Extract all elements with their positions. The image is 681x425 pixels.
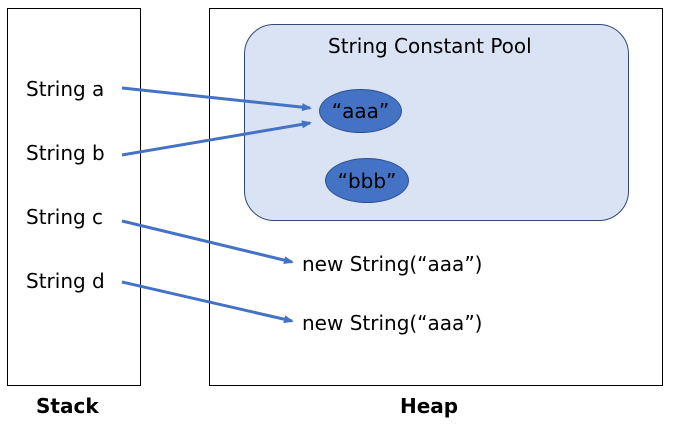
arrow-a-to-aaa	[121, 86, 312, 112]
literal-bbb: “bbb”	[325, 158, 409, 203]
stack-var-d: String d	[26, 269, 105, 293]
arrow-d-to-object-2	[121, 280, 294, 324]
literal-aaa: “aaa”	[319, 89, 402, 133]
stack-label: Stack	[36, 394, 99, 418]
arrow-c-to-object-1	[121, 219, 294, 265]
stack-box	[7, 8, 141, 386]
stack-var-b: String b	[26, 141, 105, 165]
heap-label: Heap	[400, 394, 459, 418]
stack-var-c: String c	[26, 205, 104, 229]
pool-title: String Constant Pool	[328, 34, 532, 58]
literal-aaa-text: “aaa”	[331, 99, 390, 123]
literal-bbb-text: “bbb”	[337, 168, 397, 193]
heap-object-2: new String(“aaa”)	[302, 311, 483, 335]
heap-object-1: new String(“aaa”)	[302, 252, 483, 276]
stack-var-a: String a	[26, 77, 105, 101]
arrow-b-to-aaa	[121, 120, 312, 157]
